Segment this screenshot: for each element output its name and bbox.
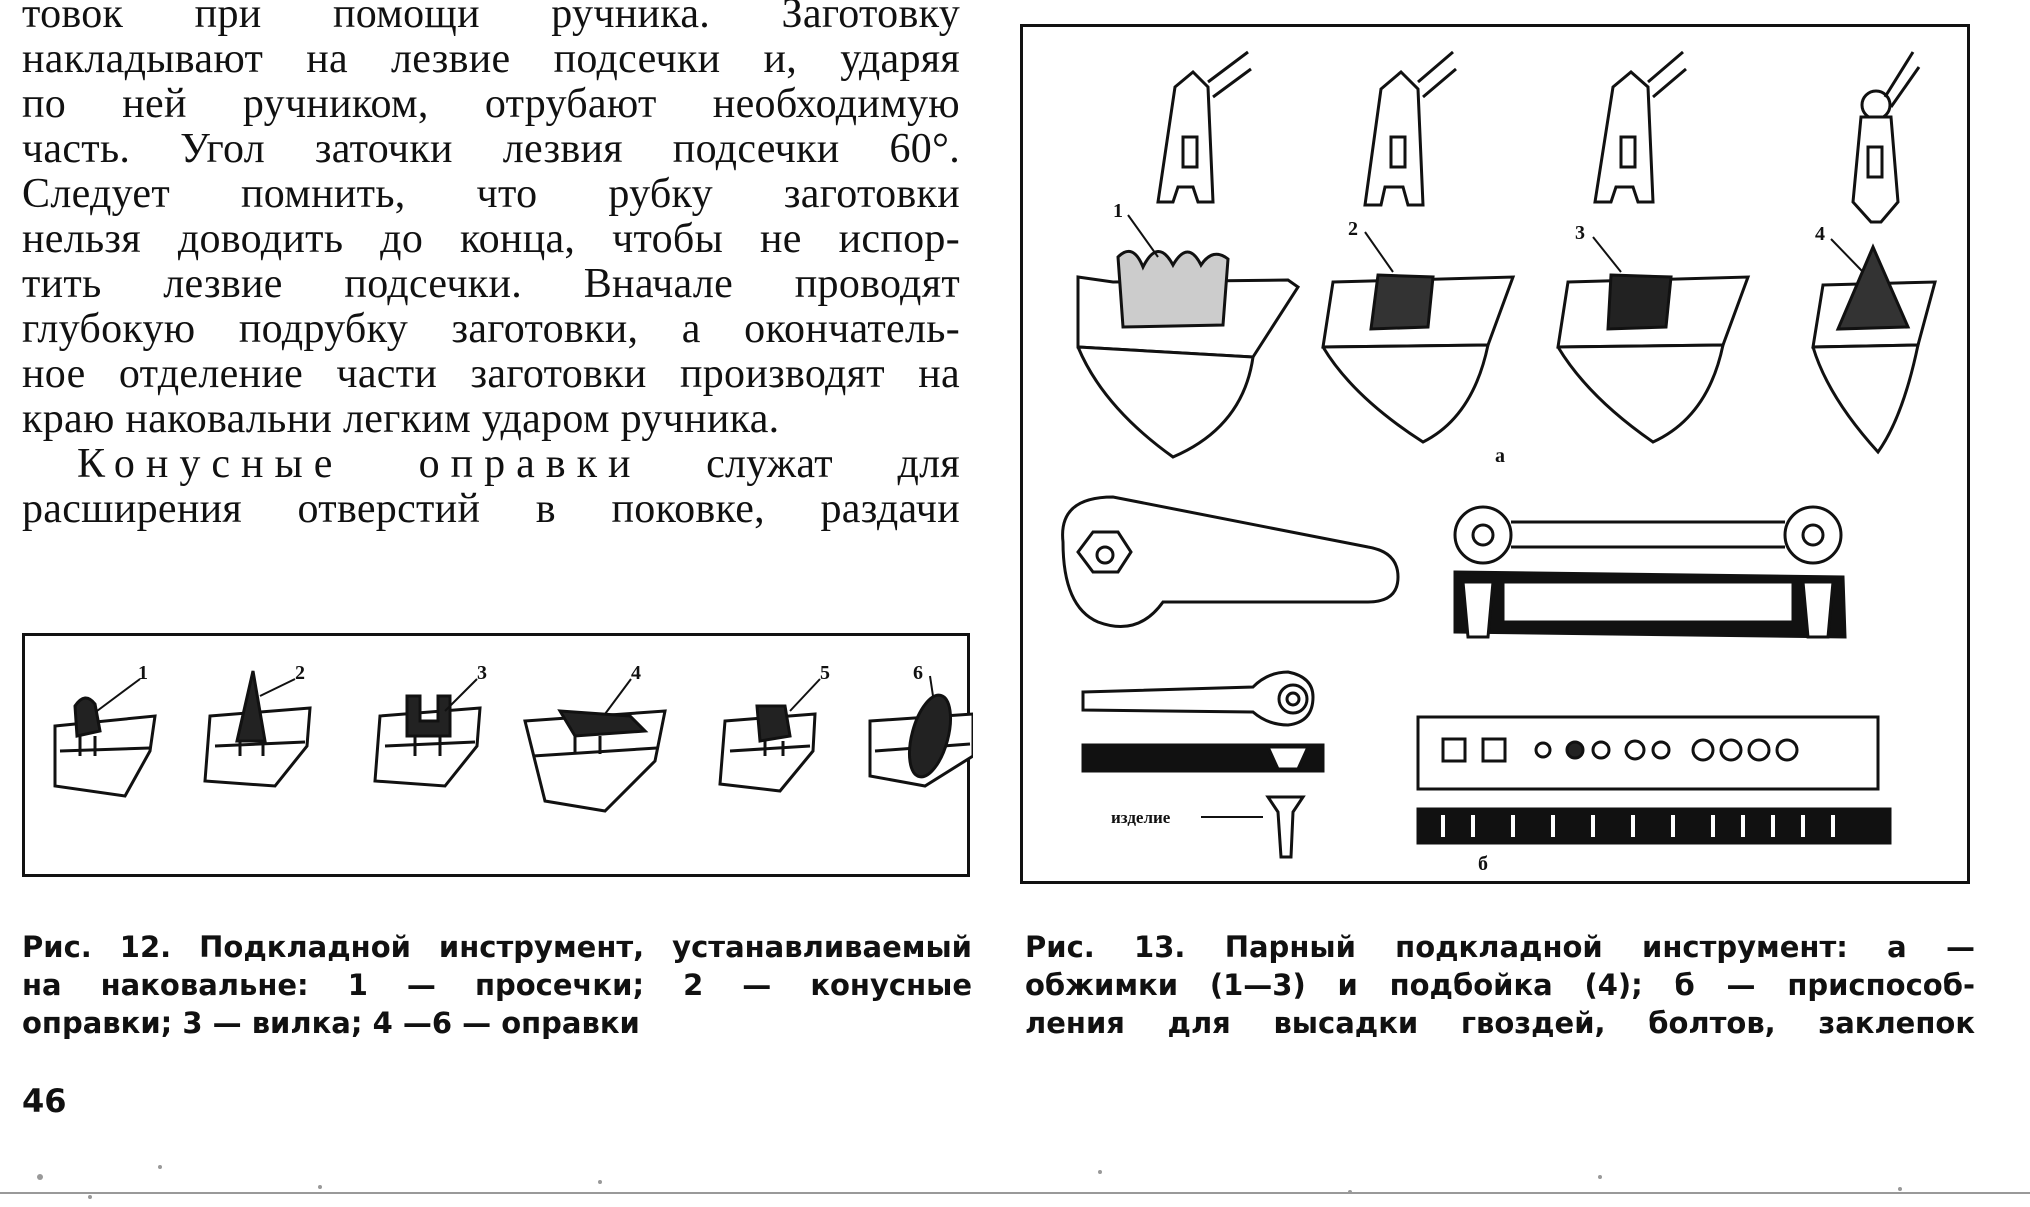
caption-line: на наковальне: 1 — просечки; 2 — конусны… <box>22 968 972 1002</box>
caption-figure-13: Рис. 13. Парный подкладной инструмент: а… <box>1025 928 1975 1042</box>
body-text: товок при помощи ручника. Заготовку накл… <box>22 0 960 532</box>
text-line: Следует помнить, что рубку заготовки <box>22 171 960 217</box>
fig13-label-izdelie: изделие <box>1111 808 1171 827</box>
punch-tool-icon <box>53 678 157 798</box>
fig13-label-2: 2 <box>1348 218 1358 240</box>
fig13-label-1: 1 <box>1113 200 1123 222</box>
fig12-label-6: 6 <box>913 662 923 684</box>
fig12-label-2: 2 <box>295 662 305 684</box>
figure-13-drawing: 1 2 3 4 а б изделие <box>1061 50 1937 875</box>
fig13-label-4: 4 <box>1815 223 1825 245</box>
upper-swage-icon <box>1363 50 1457 207</box>
text-line: товок при помощи ручника. Заготовку <box>22 0 960 37</box>
text-line: глубокую подрубку заготовки, а окончател… <box>22 306 960 352</box>
fig12-label-4: 4 <box>631 662 641 684</box>
heading-tool-icon <box>1081 670 1325 859</box>
figure-12: 1 2 3 4 5 6 <box>22 633 973 877</box>
text-line: ное отделение части заготовки производят… <box>22 351 960 397</box>
cone-mandrel-icon <box>203 670 312 788</box>
caption-line: оправки; 3 — вилка; 4 —6 — оправки <box>22 1006 640 1040</box>
text-line: накладывают на лезвие подсечки и, ударяя <box>22 36 960 82</box>
text-line: часть. Угол заточки лезвия подсечки 60°. <box>22 126 960 172</box>
paragraph-start: Конусные оправки служат для <box>22 442 960 487</box>
lower-fuller-icon <box>1811 243 1937 455</box>
figure-12-drawing: 1 2 3 4 5 6 <box>53 662 973 813</box>
caption-line: обжимки (1—3) и подбойка (4); б — приспо… <box>1025 968 1975 1002</box>
fig12-label-3: 3 <box>477 662 487 684</box>
text-line: нельзя доводить до конца, чтобы не испор… <box>22 216 960 262</box>
scan-noise <box>0 1165 2030 1199</box>
caption-figure-12: Рис. 12. Подкладной инструмент, устанавл… <box>22 928 972 1042</box>
double-header-tool-icon <box>1453 505 1847 639</box>
upper-fuller-icon <box>1851 51 1921 224</box>
caption-line: Рис. 12. Подкладной инструмент, устанавл… <box>22 930 972 964</box>
mandrel-4-icon <box>523 678 667 813</box>
caption-line: ления для высадки гвоздей, болтов, закле… <box>1025 1006 1975 1040</box>
term-conical-mandrels: Конусные оправки <box>77 441 642 487</box>
mandrel-5-icon <box>718 678 821 793</box>
nail-header-plate-icon <box>1416 715 1892 845</box>
fig12-label-5: 5 <box>820 662 830 684</box>
caption-line: Рис. 13. Парный подкладной инструмент: а… <box>1025 930 1975 964</box>
wrench-tool-icon <box>1061 495 1400 628</box>
text-line: тить лезвие подсечки. Вначале проводят <box>22 261 960 307</box>
text-line: расширения отверстий в поковке, раздачи <box>22 486 960 532</box>
fork-tool-icon <box>373 678 482 788</box>
mandrel-6-icon <box>868 675 973 788</box>
fig13-label-a: а <box>1495 445 1505 467</box>
fig13-label-b: б <box>1478 853 1488 875</box>
upper-swage-icon <box>1593 50 1687 204</box>
figure-13: 1 2 3 4 а б изделие <box>1020 24 1970 884</box>
page-number: 46 <box>22 1082 67 1120</box>
lower-swage-icon <box>1556 273 1751 444</box>
lower-swage-icon <box>1076 249 1301 459</box>
fig13-label-3: 3 <box>1575 222 1585 244</box>
lower-swage-icon <box>1321 273 1516 444</box>
upper-swage-icon <box>1156 50 1252 204</box>
text-line: по ней ручником, отрубают необходимую <box>22 81 960 127</box>
text-line: краю наковальни легким ударом ручника. <box>22 396 780 442</box>
text-fragment: служат для <box>706 441 960 487</box>
fig12-label-1: 1 <box>138 662 148 684</box>
